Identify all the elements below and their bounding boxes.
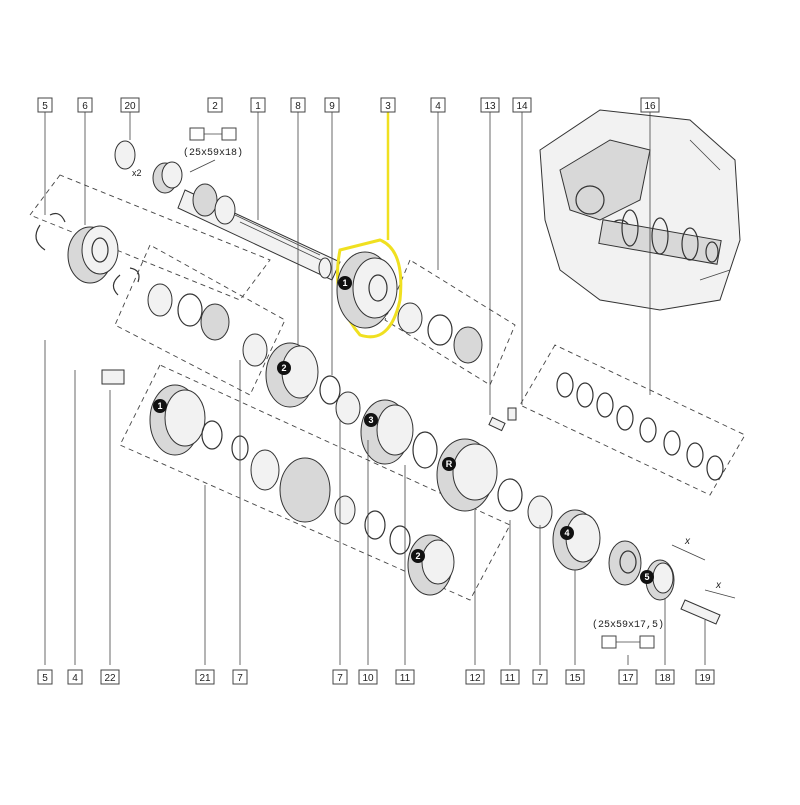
badge-text: 1: [342, 278, 347, 288]
callout-13-top: 13: [480, 97, 500, 113]
callout-10-bottom: 10: [358, 669, 378, 685]
callout-text: 19: [699, 673, 711, 684]
callout-21-bottom: 21: [195, 669, 215, 685]
callout-2-top: 2: [207, 97, 223, 113]
bearing-symbol-right-icon: [639, 635, 655, 649]
gear-badge-2-lower: 2: [411, 549, 425, 563]
callout-text: 10: [362, 673, 374, 684]
callout-4-top: 4: [430, 97, 446, 113]
gear-badge-2-top: 2: [277, 361, 291, 375]
badge-text: 2: [415, 551, 420, 561]
callout-text: 7: [237, 673, 243, 684]
callout-text: 18: [659, 673, 671, 684]
callout-text: 14: [516, 101, 528, 112]
callout-text: 17: [622, 673, 634, 684]
callout-text: 13: [484, 101, 496, 112]
callout-text: 4: [72, 673, 78, 684]
dashed-group-outlines: [29, 174, 746, 601]
callout-text: 9: [329, 101, 335, 112]
callout-15-bottom: 15: [565, 669, 585, 685]
callout-4-bottom: 4: [67, 669, 83, 685]
badge-text: R: [446, 459, 453, 469]
callout-text: 16: [644, 101, 656, 112]
badge-text: 4: [564, 528, 569, 538]
callout-text: 21: [199, 673, 211, 684]
gear-badge-1-top: 1: [338, 276, 352, 290]
callout-text: 7: [337, 673, 343, 684]
callout-text: 3: [385, 101, 391, 112]
bearing-symbol-right-icon: [221, 127, 237, 141]
bearing-spec-top: (25x59x18): [183, 127, 243, 159]
top-row-parts: [35, 140, 483, 364]
callout-17-bottom: 17: [618, 669, 638, 685]
callout-text: 2: [212, 101, 218, 112]
callout-text: 4: [435, 101, 441, 112]
badge-text: 2: [281, 363, 286, 373]
gear-badge-reverse: R: [442, 457, 456, 471]
lower-row-parts: [101, 333, 724, 625]
callout-7-bottom-a: 7: [232, 669, 248, 685]
callout-6-top: 6: [77, 97, 93, 113]
callout-19-bottom: 19: [695, 669, 715, 685]
callout-7-bottom-c: 7: [532, 669, 548, 685]
callout-text: 5: [42, 101, 48, 112]
callout-9-top: 9: [324, 97, 340, 113]
callout-11-bottom-a: 11: [395, 669, 415, 685]
main-shaft: [177, 183, 341, 281]
callout-1-top: 1: [250, 97, 266, 113]
bearing-spec-text: (25x59x17,5): [592, 619, 664, 631]
callout-text: 11: [400, 673, 411, 684]
callout-text: 8: [295, 101, 301, 112]
callout-3-top: 3: [380, 97, 396, 113]
badge-text: 5: [644, 572, 649, 582]
callout-5-top: 5: [37, 97, 53, 113]
callout-text: 7: [537, 673, 543, 684]
transmission-housing-illustration: [539, 109, 741, 311]
gear-badge-4: 4: [560, 526, 574, 540]
gear-badge-1-lower: 1: [153, 399, 167, 413]
dimension-mark-text: x: [684, 536, 691, 547]
callout-text: 22: [104, 673, 116, 684]
callout-8-top: 8: [290, 97, 306, 113]
callout-7-bottom-b: 7: [332, 669, 348, 685]
gear-badge-5: 5: [640, 570, 654, 584]
bearing-spec-bottom: (25x59x17,5): [592, 619, 664, 649]
bearing-symbol-left-icon: [601, 635, 617, 649]
callout-text: 15: [569, 673, 581, 684]
callout-text: 12: [469, 673, 481, 684]
highlighted-gear: [336, 112, 403, 339]
bearing-spec-text: (25x59x18): [183, 147, 243, 159]
callout-12-bottom: 12: [465, 669, 485, 685]
callout-11-bottom-b: 11: [500, 669, 520, 685]
callout-text: 1: [255, 101, 261, 112]
callout-text: 5: [42, 673, 48, 684]
callout-text: 20: [124, 101, 136, 112]
dimension-mark-text: x: [715, 580, 722, 591]
bearing-symbol-left-icon: [189, 127, 205, 141]
callout-14-top: 14: [512, 97, 532, 113]
badge-text: 1: [157, 401, 162, 411]
callout-20-top: 20: [120, 97, 140, 113]
callout-text: 6: [82, 101, 88, 112]
quantity-note: x2: [132, 168, 142, 178]
callout-text: 11: [505, 673, 516, 684]
callout-16-top: 16: [640, 97, 660, 113]
dimension-marks: x x: [671, 536, 736, 599]
leader-lines: [44, 112, 706, 665]
callout-5-bottom: 5: [37, 669, 53, 685]
gear-badge-3: 3: [364, 413, 378, 427]
callout-22-bottom: 22: [100, 669, 120, 685]
callout-18-bottom: 18: [655, 669, 675, 685]
badge-text: 3: [368, 415, 373, 425]
